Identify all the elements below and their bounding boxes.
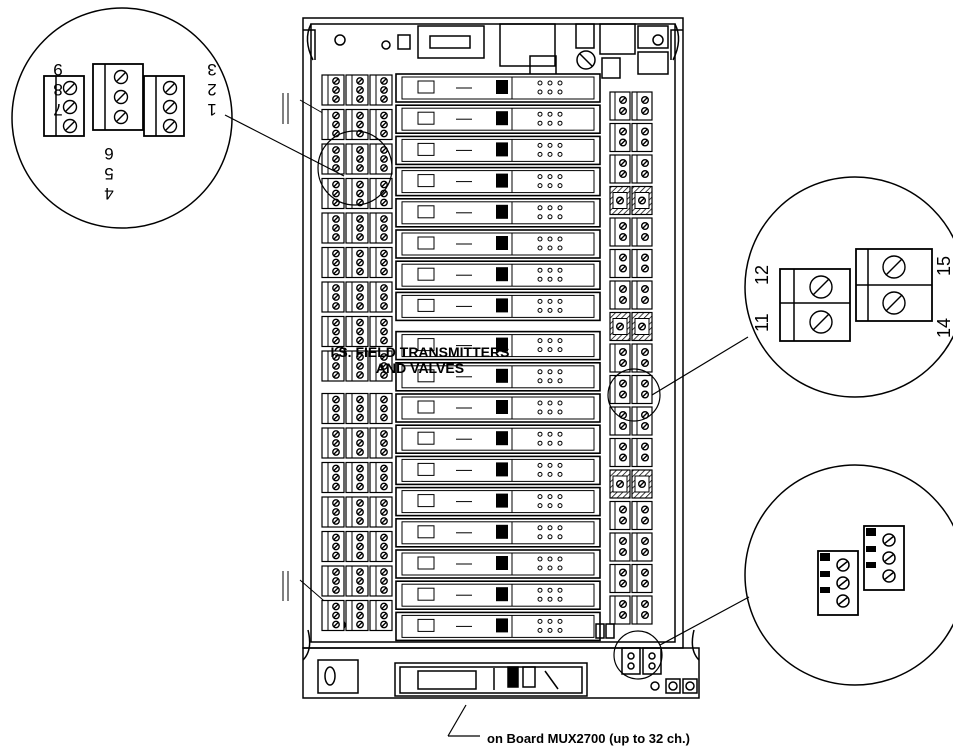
plug-in-module xyxy=(395,291,601,322)
right-terminal-array xyxy=(609,91,653,625)
right-terminal-row xyxy=(609,374,653,405)
plug-in-module xyxy=(395,549,601,579)
left-terminal-row xyxy=(321,496,393,528)
plug-in-module xyxy=(395,361,601,392)
digit-12: 12 xyxy=(752,265,772,285)
right-terminal-row xyxy=(609,563,653,594)
backplane xyxy=(302,17,700,699)
plug-in-module xyxy=(395,330,601,361)
detail-right-digits: 11 12 14 15 xyxy=(752,256,953,338)
right-terminal-row xyxy=(609,437,653,468)
left-terminal-row xyxy=(321,565,393,597)
plug-in-module xyxy=(395,104,601,134)
plug-in-module xyxy=(395,260,601,291)
left-terminal-row xyxy=(321,427,393,459)
left-terminal-array xyxy=(321,74,393,632)
detail-callout-right-connector xyxy=(607,176,953,422)
right-terminal-row xyxy=(609,122,653,153)
digit-11: 11 xyxy=(752,313,772,332)
digit-7: 7 xyxy=(53,100,62,119)
digit-15: 15 xyxy=(934,256,953,276)
left-terminal-row xyxy=(321,246,393,279)
right-terminal-row xyxy=(609,248,653,279)
digit-2: 2 xyxy=(207,80,216,99)
plug-in-module xyxy=(395,393,601,423)
left-terminal-row xyxy=(321,281,393,313)
plug-in-module xyxy=(395,455,601,486)
plug-in-module xyxy=(395,135,601,166)
right-terminal-row xyxy=(609,500,653,531)
left-terminal-row xyxy=(321,108,393,141)
right-terminal-row xyxy=(609,343,653,373)
right-terminal-row xyxy=(609,185,653,216)
field-caption-line-1: I.S. FIELD TRANSMITTERS xyxy=(330,344,510,360)
right-terminal-row xyxy=(609,91,653,121)
mux-module xyxy=(394,662,588,697)
board-caption-leader xyxy=(447,704,480,737)
plug-in-module xyxy=(395,198,601,228)
plug-in-module xyxy=(395,486,601,517)
digit-1: 1 xyxy=(207,100,216,119)
plug-in-module xyxy=(395,424,601,455)
digit-8: 8 xyxy=(53,80,62,99)
plug-in-module xyxy=(395,517,601,548)
right-terminal-row xyxy=(609,595,653,625)
right-terminal-row xyxy=(609,280,653,310)
digit-5: 5 xyxy=(104,164,113,183)
detail-left-digits: 9 8 7 6 5 4 3 2 1 xyxy=(53,60,216,203)
detail-callout-left-connector xyxy=(11,7,393,229)
right-terminal-row xyxy=(609,469,653,499)
left-terminal-row xyxy=(321,530,393,563)
digit-3: 3 xyxy=(207,60,216,79)
digit-14: 14 xyxy=(934,318,953,338)
plug-in-module xyxy=(395,580,601,611)
plug-in-module xyxy=(395,166,601,197)
left-terminal-row xyxy=(321,599,393,632)
field-caption-line-2: AND VALVES xyxy=(375,360,465,376)
left-terminal-row xyxy=(321,143,393,175)
field-devices-caption: I.S. FIELD TRANSMITTERS AND VALVES xyxy=(270,344,570,376)
plug-in-module xyxy=(395,229,601,259)
left-terminal-row xyxy=(321,461,393,494)
right-terminal-row xyxy=(609,217,653,247)
left-terminal-row xyxy=(321,350,393,382)
digit-9: 9 xyxy=(53,60,62,79)
left-terminal-row xyxy=(321,315,393,348)
right-terminal-row xyxy=(609,311,653,342)
detail-callout-bottom-connector xyxy=(613,464,953,686)
right-terminal-row xyxy=(609,406,653,436)
left-terminal-row xyxy=(321,74,393,106)
right-terminal-row xyxy=(609,532,653,562)
left-terminal-row xyxy=(321,392,393,425)
digit-4: 4 xyxy=(104,184,113,203)
module-stack xyxy=(395,73,601,642)
plug-in-module xyxy=(395,611,601,642)
power-connector xyxy=(595,623,698,694)
board-caption: on Board MUX2700 (up to 32 ch.) xyxy=(487,731,690,746)
left-terminal-row xyxy=(321,212,393,244)
digit-6: 6 xyxy=(104,144,113,163)
plug-in-module xyxy=(395,73,601,103)
right-terminal-row xyxy=(609,154,653,184)
